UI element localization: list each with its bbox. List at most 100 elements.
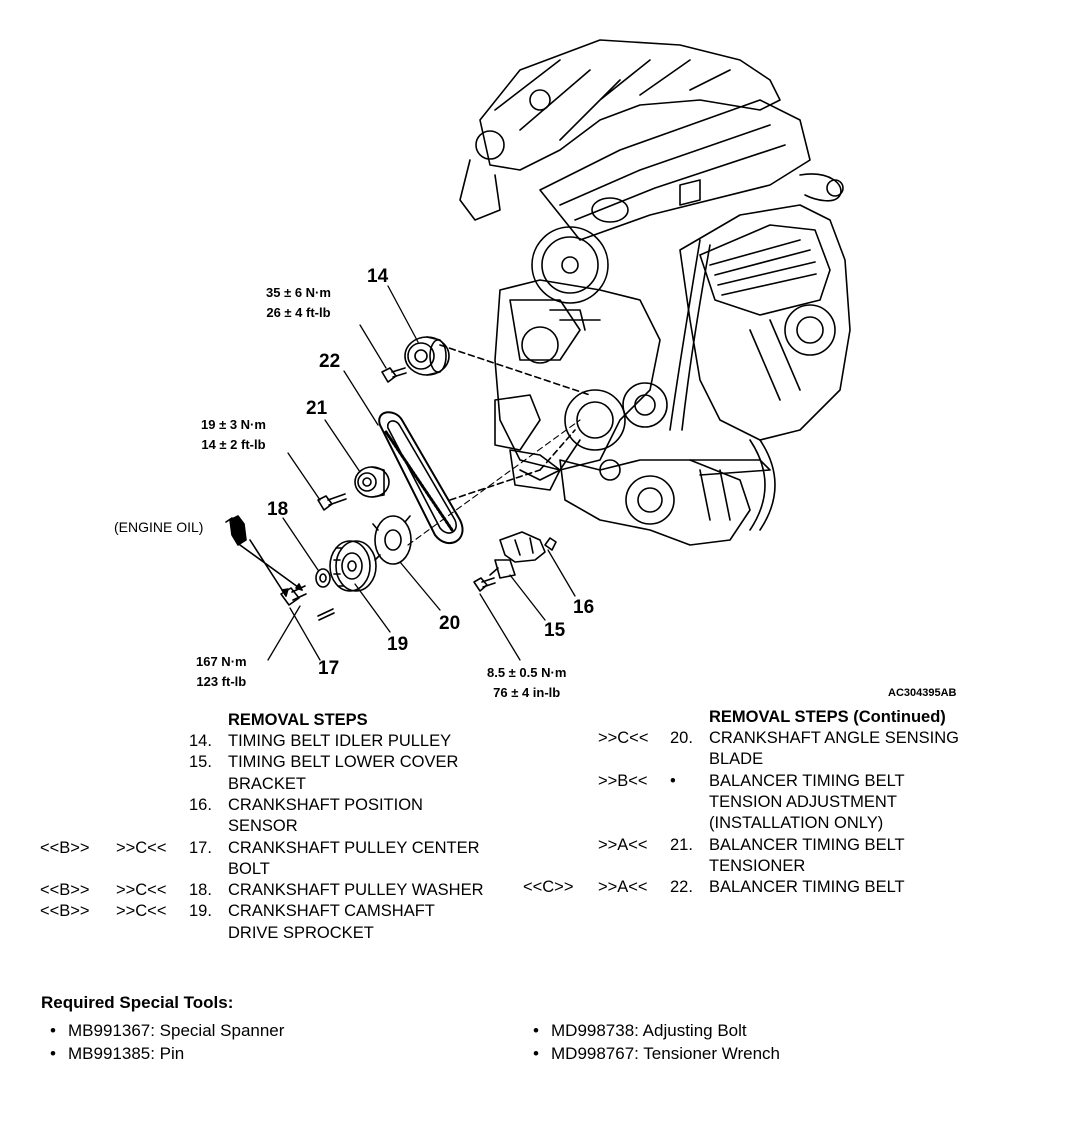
step-text: DRIVE SPROCKET (228, 923, 374, 942)
step-text: CRANKSHAFT ANGLE SENSING (709, 729, 960, 747)
balancer-belt-tensioner (354, 466, 390, 498)
removal-operation-code: <<B>> (40, 881, 90, 900)
callout-18: 18 (267, 499, 289, 520)
tool-item: • MB991385: Pin (48, 1044, 184, 1064)
callout-17: 17 (318, 658, 340, 679)
installation-operation-code: >>C<< (116, 881, 167, 900)
idler-pulley (404, 336, 450, 376)
crankshaft-camshaft-drive-sprocket (329, 540, 377, 592)
callout-14: 14 (367, 266, 389, 287)
step-text: BALANCER TIMING BELT (709, 835, 905, 854)
tool-item: • MD998738: Adjusting Bolt (531, 1021, 747, 1041)
tool-label: MD998738: Adjusting Bolt (551, 1021, 747, 1040)
callout-19: 19 (387, 634, 409, 655)
tool-item: • MD998767: Tensioner Wrench (531, 1044, 780, 1064)
bracket-bolt (473, 577, 496, 592)
alignment-line (539, 429, 576, 471)
removal-steps-heading: REMOVAL STEPS (228, 711, 368, 729)
torque-spec-15: 8.5 ± 0.5 N·m 76 ± 4 in-lb (487, 663, 566, 703)
alignment-line (449, 469, 541, 501)
engine-oil-label: (ENGINE OIL) (114, 519, 204, 535)
pin (317, 608, 335, 621)
step-text: BALANCER TIMING BELT (709, 771, 905, 790)
tensioner-bolt (317, 493, 347, 511)
tool-item: • MB991367: Special Spanner (48, 1021, 284, 1041)
step-text: BLADE (709, 750, 764, 769)
step-number: 17. (189, 838, 212, 857)
torque-nm: 19 ± 3 N·m (201, 417, 266, 432)
step-number: 21. (670, 835, 693, 854)
torque-nm: 8.5 ± 0.5 N·m (487, 665, 567, 680)
step-number: 16. (189, 795, 212, 814)
removal-steps-right: REMOVAL STEPS (Continued) >>C<< 20. CRANKS… (523, 708, 960, 897)
tool-label: MB991385: Pin (68, 1044, 185, 1063)
timing-belt-lower-cover-bracket (489, 559, 516, 579)
oil-arrow (239, 539, 303, 597)
torque-ftlb: 123 ft-lb (196, 674, 247, 689)
oil-arrowhead (281, 583, 303, 597)
torque-spec-14: 35 ± 6 N·m 26 ± 4 ft-lb (266, 283, 331, 323)
installation-operation-code: >>B<< (598, 771, 648, 790)
bullet: • (50, 1021, 56, 1040)
step-text: TIMING BELT LOWER COVER (228, 753, 459, 772)
callout-20: 20 (439, 613, 461, 634)
installation-operation-code: >>C<< (598, 729, 649, 747)
step-text: TENSION ADJUSTMENT (709, 792, 897, 811)
crankshaft-pulley-washer (315, 568, 331, 588)
alignment-line (407, 419, 581, 546)
installation-operation-code: >>C<< (116, 838, 167, 857)
step-number: 19. (189, 902, 212, 921)
torque-ftlb: 26 ± 4 ft-lb (266, 305, 331, 320)
torque-nm: 35 ± 6 N·m (266, 285, 331, 300)
crankshaft-position-sensor (499, 531, 557, 563)
callout-22: 22 (319, 351, 341, 372)
step-text: TENSIONER (709, 856, 806, 875)
step-text: BALANCER TIMING BELT (709, 878, 905, 897)
step-text: BOLT (228, 859, 270, 878)
installation-operation-code: >>A<< (598, 835, 648, 854)
exploded-parts (225, 336, 591, 621)
step-text: CRANKSHAFT POSITION (228, 795, 423, 814)
torque-inlb: 76 ± 4 in-lb (493, 685, 561, 700)
bullet: • (50, 1044, 56, 1063)
callout-16: 16 (573, 597, 595, 618)
bullet: • (533, 1021, 539, 1040)
required-tools-title: Required Special Tools: (41, 993, 234, 1012)
step-text: CRANKSHAFT CAMSHAFT (228, 902, 435, 921)
engine-block-drawing (459, 39, 851, 546)
callout-15: 15 (544, 620, 566, 641)
step-text: CRANKSHAFT PULLEY CENTER (228, 838, 480, 857)
removal-operation-code: <<C>> (523, 878, 574, 897)
removal-steps-continued-heading: REMOVAL STEPS (Continued) (709, 708, 946, 726)
leader-lines (267, 285, 576, 661)
tool-label: MD998767: Tensioner Wrench (551, 1044, 781, 1063)
installation-operation-code: >>A<< (598, 878, 648, 897)
exploded-diagram: 14 15 16 17 18 19 20 21 22 35 ± 6 N·m 26… (114, 39, 957, 703)
idler-pulley-bolt (381, 367, 407, 383)
step-number: • (670, 771, 676, 790)
tool-label: MB991367: Special Spanner (68, 1021, 285, 1040)
removal-operation-code: <<B>> (40, 902, 90, 921)
torque-ftlb: 14 ± 2 ft-lb (201, 437, 266, 452)
figure-code: AC304395AB (888, 687, 957, 699)
engine-oil-can (225, 515, 247, 546)
alignment-line (439, 344, 591, 396)
removal-operation-code: <<B>> (40, 838, 90, 857)
callout-21: 21 (306, 398, 328, 419)
step-number: 20. (670, 729, 693, 747)
step-text: BRACKET (228, 774, 306, 793)
step-text: (INSTALLATION ONLY) (709, 814, 884, 833)
step-number: 22. (670, 878, 693, 897)
crankshaft-angle-sensing-blade (372, 515, 412, 565)
step-number: 15. (189, 753, 212, 772)
engine-diagram-svg (225, 39, 851, 661)
step-text: TIMING BELT IDLER PULLEY (228, 732, 452, 750)
removal-steps-left: REMOVAL STEPS 14. TIMING BELT IDLER PULLE… (0, 0, 530, 1000)
balancer-timing-belt (378, 411, 464, 545)
torque-spec-17: 167 N·m 123 ft-lb (196, 652, 247, 692)
step-number: 18. (189, 881, 212, 900)
step-text: SENSOR (228, 817, 298, 836)
bullet: • (533, 1044, 539, 1063)
torque-nm: 167 N·m (196, 654, 247, 669)
step-number: 14. (189, 732, 212, 750)
